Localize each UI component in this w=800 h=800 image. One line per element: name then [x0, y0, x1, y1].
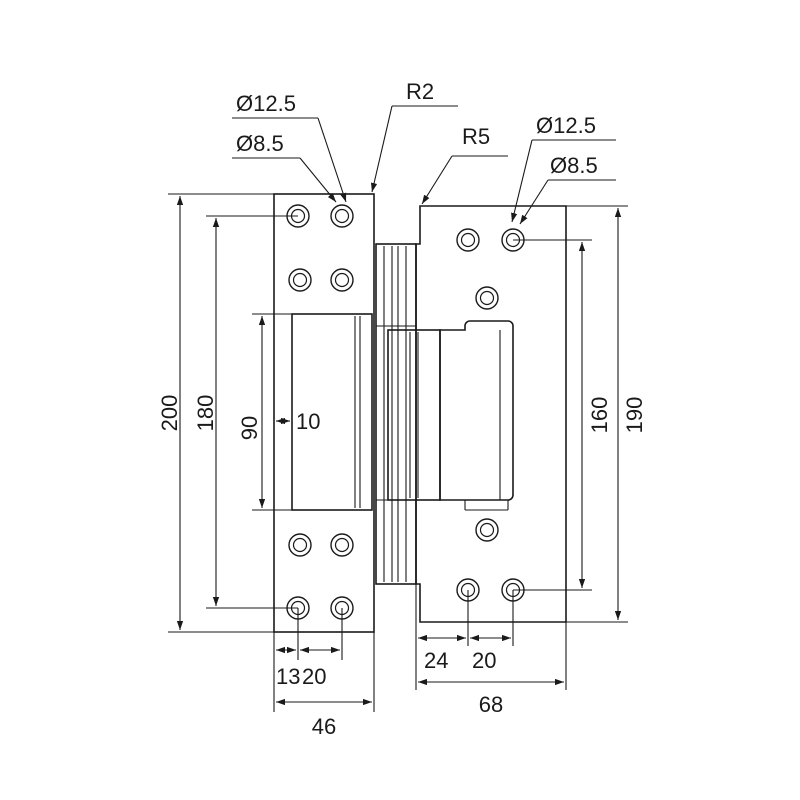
label-hole-outer-left: Ø12.5: [236, 91, 296, 116]
hole-icon: [475, 518, 499, 542]
right-leaf-plate: [415, 205, 567, 623]
left-leaf-knuckle-block: [291, 313, 373, 511]
dim-label-190: 190: [622, 397, 647, 434]
hinge-knuckle: [375, 243, 441, 585]
dim-label-20-right: 20: [472, 648, 496, 673]
hole-icon: [330, 533, 354, 557]
hole-icon: [456, 228, 480, 252]
hole-icon: [475, 286, 499, 310]
dim-label-180: 180: [193, 395, 218, 432]
left-leaf-plate: [273, 193, 375, 633]
dim-label-24: 24: [424, 648, 448, 673]
hole-icon: [288, 533, 312, 557]
right-leaf-holes: [456, 228, 525, 602]
dim-label-160: 160: [587, 397, 612, 434]
right-dimensions: 160 190 24 20 68 Ø12.5 Ø8.5 R5: [415, 113, 647, 717]
hole-icon: [330, 268, 354, 292]
label-hole-inner-right: Ø8.5: [550, 153, 598, 178]
right-leaf: [415, 205, 567, 623]
label-radius-r2: R2: [406, 79, 434, 104]
label-hole-inner-left: Ø8.5: [236, 131, 284, 156]
label-hole-outer-right: Ø12.5: [536, 113, 596, 138]
left-dimensions: 200 180 90 10 13 20 46 Ø12.5 Ø8.5 R2: [157, 79, 458, 739]
dim-label-90: 90: [237, 416, 262, 440]
center-knuckle-block: [387, 329, 441, 501]
dim-label-13: 13: [276, 664, 300, 689]
dim-label-46: 46: [312, 714, 336, 739]
right-leaf-knuckle-housing: [439, 320, 514, 501]
dim-label-20-left: 20: [302, 664, 326, 689]
left-leaf: [273, 193, 375, 633]
hole-icon: [288, 268, 312, 292]
dim-label-68: 68: [479, 692, 503, 717]
label-radius-r5: R5: [462, 124, 490, 149]
dim-label-10: 10: [296, 409, 320, 434]
dim-label-200: 200: [157, 395, 182, 432]
hole-icon: [330, 204, 354, 228]
